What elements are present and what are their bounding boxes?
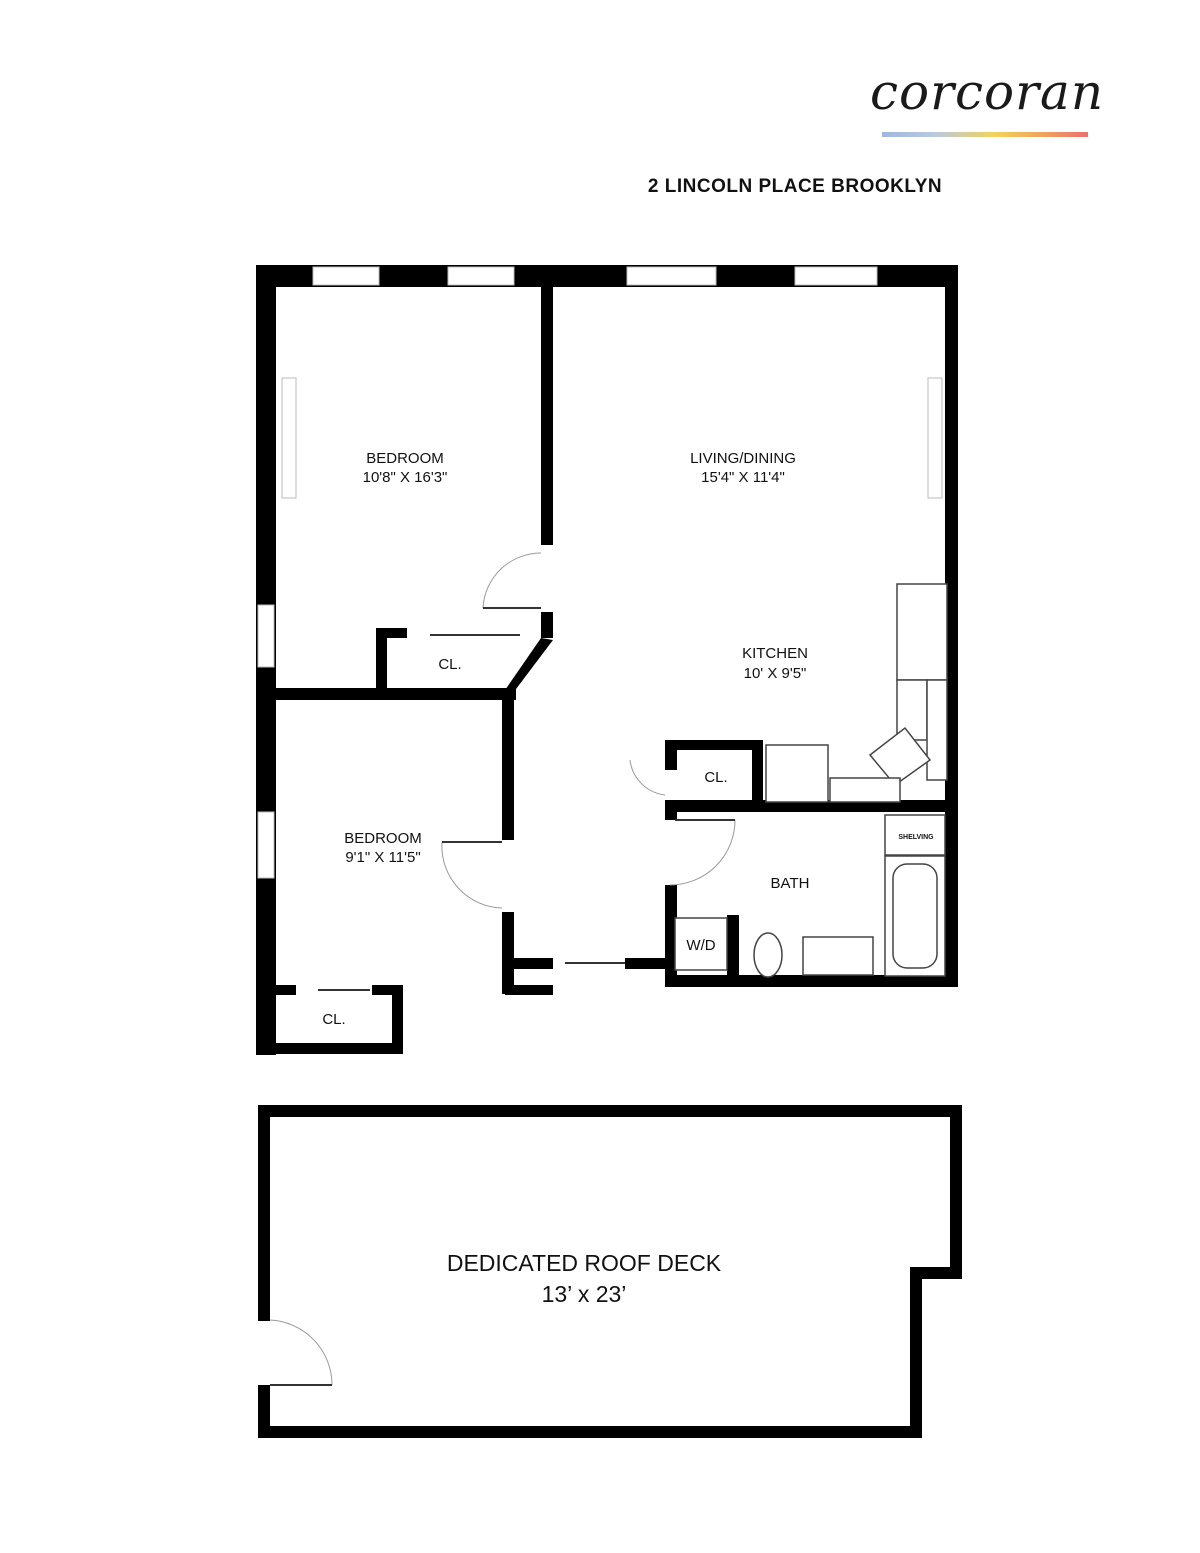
bedroom2-name: BEDROOM: [344, 830, 422, 847]
kitchen-size: 10' X 9'5": [744, 665, 807, 682]
closet3-name: CL.: [322, 1011, 345, 1028]
shelving-label: SHELVING: [898, 834, 934, 841]
roofdeck-name: DEDICATED ROOF DECK: [447, 1250, 722, 1276]
bath-name: BATH: [771, 875, 810, 892]
bedroom2-size: 9'1" X 11'5": [345, 849, 420, 866]
wd-label: W/D: [686, 937, 715, 954]
windows: [257, 266, 878, 879]
closet1-name: CL.: [438, 656, 461, 673]
bedroom1-name: BEDROOM: [366, 450, 444, 467]
roofdeck-size: 13’ x 23’: [542, 1281, 627, 1307]
brand-gradient-bar: [882, 132, 1088, 137]
property-address: 2 LINCOLN PLACE BROOKLYN: [647, 176, 943, 197]
brand-name: corcoran: [870, 63, 1105, 121]
living-name: LIVING/DINING: [690, 450, 796, 467]
living-size: 15'4" X 11'4": [701, 469, 785, 486]
bedroom1-size: 10'8" X 16'3": [363, 469, 448, 486]
roof-deck-walls: [258, 1105, 962, 1438]
bath-fixtures: [674, 814, 946, 978]
interior-walls: [276, 285, 957, 995]
door-swings: [318, 552, 736, 991]
brand-logo: corcoran: [870, 62, 1105, 137]
kitchen-fixtures: [765, 583, 948, 803]
brick-fireplaces: [281, 377, 943, 499]
closet2-name: CL.: [704, 769, 727, 786]
kitchen-name: KITCHEN: [742, 645, 808, 662]
room-labels: BEDROOM 10'8" X 16'3" LIVING/DINING 15'4…: [322, 450, 934, 1307]
roof-deck-door: [269, 1319, 333, 1386]
